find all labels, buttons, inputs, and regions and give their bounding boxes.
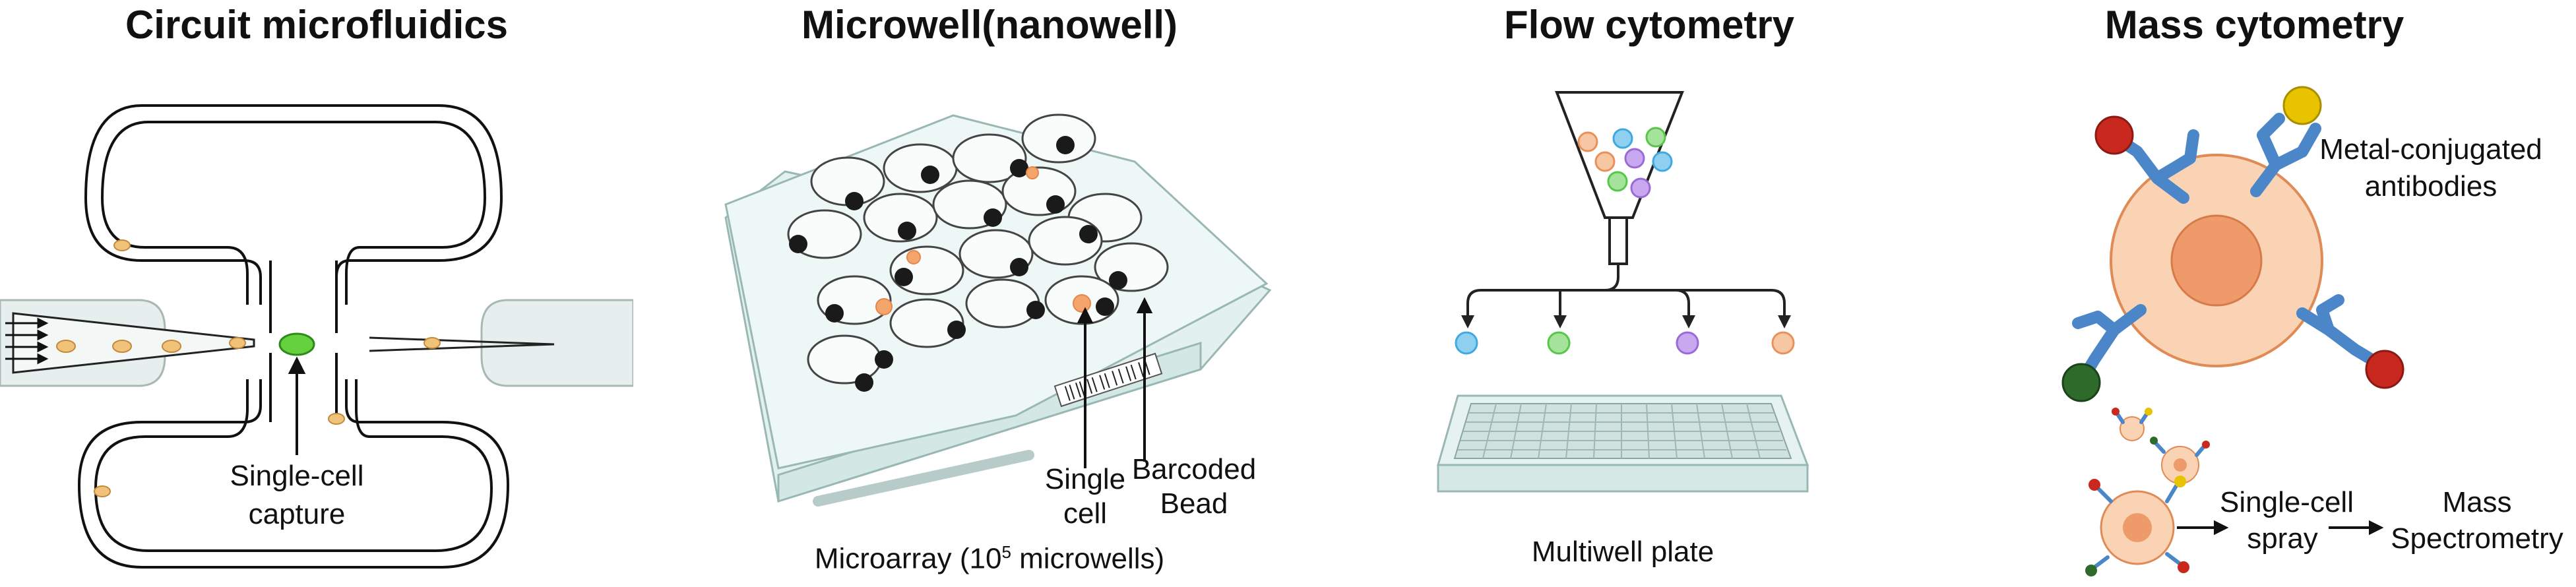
process-arrows [2177, 520, 2384, 536]
single-cell-capture-label-line2: capture [248, 498, 346, 530]
mass-spectrometry-label-line1: Mass [2442, 486, 2512, 518]
single-cell-capture-label-line1: Single-cell [230, 460, 364, 492]
captured-cell [278, 332, 315, 356]
cell-nucleus [2170, 214, 2263, 307]
antibodies [2072, 113, 2377, 382]
funnel [1555, 91, 1684, 219]
mass-spectrometry-label-line2: Spectrometry [2391, 522, 2563, 555]
single-cell-label-line1: Single [1044, 463, 1126, 495]
barcoded-bead-label-line1: Barcoded [1131, 453, 1257, 485]
sorted-cells [1455, 331, 1795, 355]
single-cell-label-line2: cell [1063, 497, 1108, 530]
panel-mass-cytometry: Mass cytometry [1979, 0, 2576, 587]
panel-title: Mass cytometry [2104, 3, 2404, 47]
single-cell-spray-label-line1: Single-cell [2220, 486, 2354, 518]
pointer-arrows [1077, 297, 1153, 468]
caption-suffix: microwells) [1011, 542, 1165, 575]
panel-title: Flow cytometry [1503, 3, 1795, 47]
caption-prefix: Microarray (10 [814, 542, 1002, 575]
panel-title: Circuit microfluidics [125, 3, 509, 47]
caption-superscript: 5 [1001, 542, 1011, 562]
panel-circuit-microfluidics: Circuit microfluidics [0, 0, 633, 587]
panel-flow-cytometry: Flow cytometry [1385, 0, 1913, 587]
capture-pointer-arrow [288, 356, 306, 455]
circuit-channel [77, 104, 510, 569]
panel-microwell: Microwell(nanowell) [686, 0, 1319, 587]
cells [56, 239, 441, 497]
antibodies-label-line2: antibodies [2364, 170, 2497, 202]
panel-title: Microwell(nanowell) [801, 3, 1178, 47]
sorting-branches [1466, 264, 1786, 317]
multiwell-plate-caption: Multiwell plate [1531, 536, 1714, 568]
barcoded-bead-label-line2: Bead [1160, 487, 1228, 520]
outlet-tube [369, 299, 633, 387]
flow-diagram [1437, 91, 1809, 493]
inlet-tube [0, 299, 255, 387]
single-cell-spray-label-line2: spray [2247, 522, 2318, 555]
circuit-diagram [0, 104, 633, 569]
barcode-label [1053, 352, 1163, 408]
metal-tags [2061, 86, 2404, 402]
multiwell-plate [1437, 394, 1809, 493]
spray-cells [2085, 408, 2210, 576]
microarray-caption: Microarray (105 microwells) [785, 534, 1194, 577]
microwell-diagram [724, 113, 1272, 507]
antibodies-label-line1: Metal-conjugated [2319, 133, 2542, 166]
flow-arrows-icon [5, 317, 49, 365]
mass-cytometry-diagram [2061, 86, 2404, 576]
cells-in-funnel [1577, 127, 1673, 199]
